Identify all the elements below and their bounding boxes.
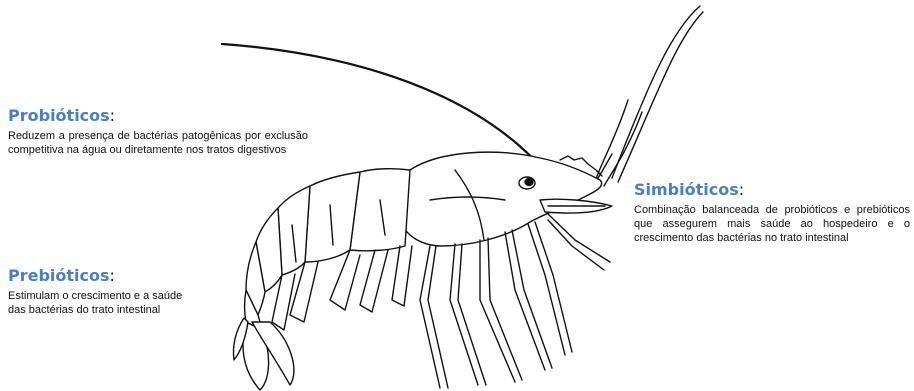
prebioticos-section: Prebióticos: Estimulam o crescimento e a… [8,266,203,317]
simbioticos-colon: : [739,180,744,199]
prebioticos-description: Estimulam o crescimento e a saúde das ba… [8,289,203,317]
probioticos-colon: : [110,106,115,125]
probioticos-description: Reduzem a presença de bactérias patogêni… [8,129,308,157]
prebioticos-title: Prebióticos [8,266,110,285]
simbioticos-description: Combinação balanceada de probióticos e p… [634,203,910,245]
leg-2 [450,244,478,385]
simbioticos-title: Simbióticos [634,180,739,199]
prebioticos-colon: : [110,266,115,285]
probioticos-section: Probióticos: Reduzem a presença de bacté… [8,106,308,157]
simbioticos-section: Simbióticos: Combinação balanceada de pr… [634,180,910,245]
antenna-upper-2 [618,12,703,182]
leg-1 [420,246,440,388]
leg-5 [528,224,565,355]
leg-4 [505,232,545,370]
antenna-upper [612,6,700,178]
prebioticos-heading: Prebióticos: [8,266,203,286]
simbioticos-heading: Simbióticos: [634,180,910,200]
probioticos-title: Probióticos [8,106,110,125]
maxilliped [548,214,610,262]
probioticos-heading: Probióticos: [8,106,308,126]
